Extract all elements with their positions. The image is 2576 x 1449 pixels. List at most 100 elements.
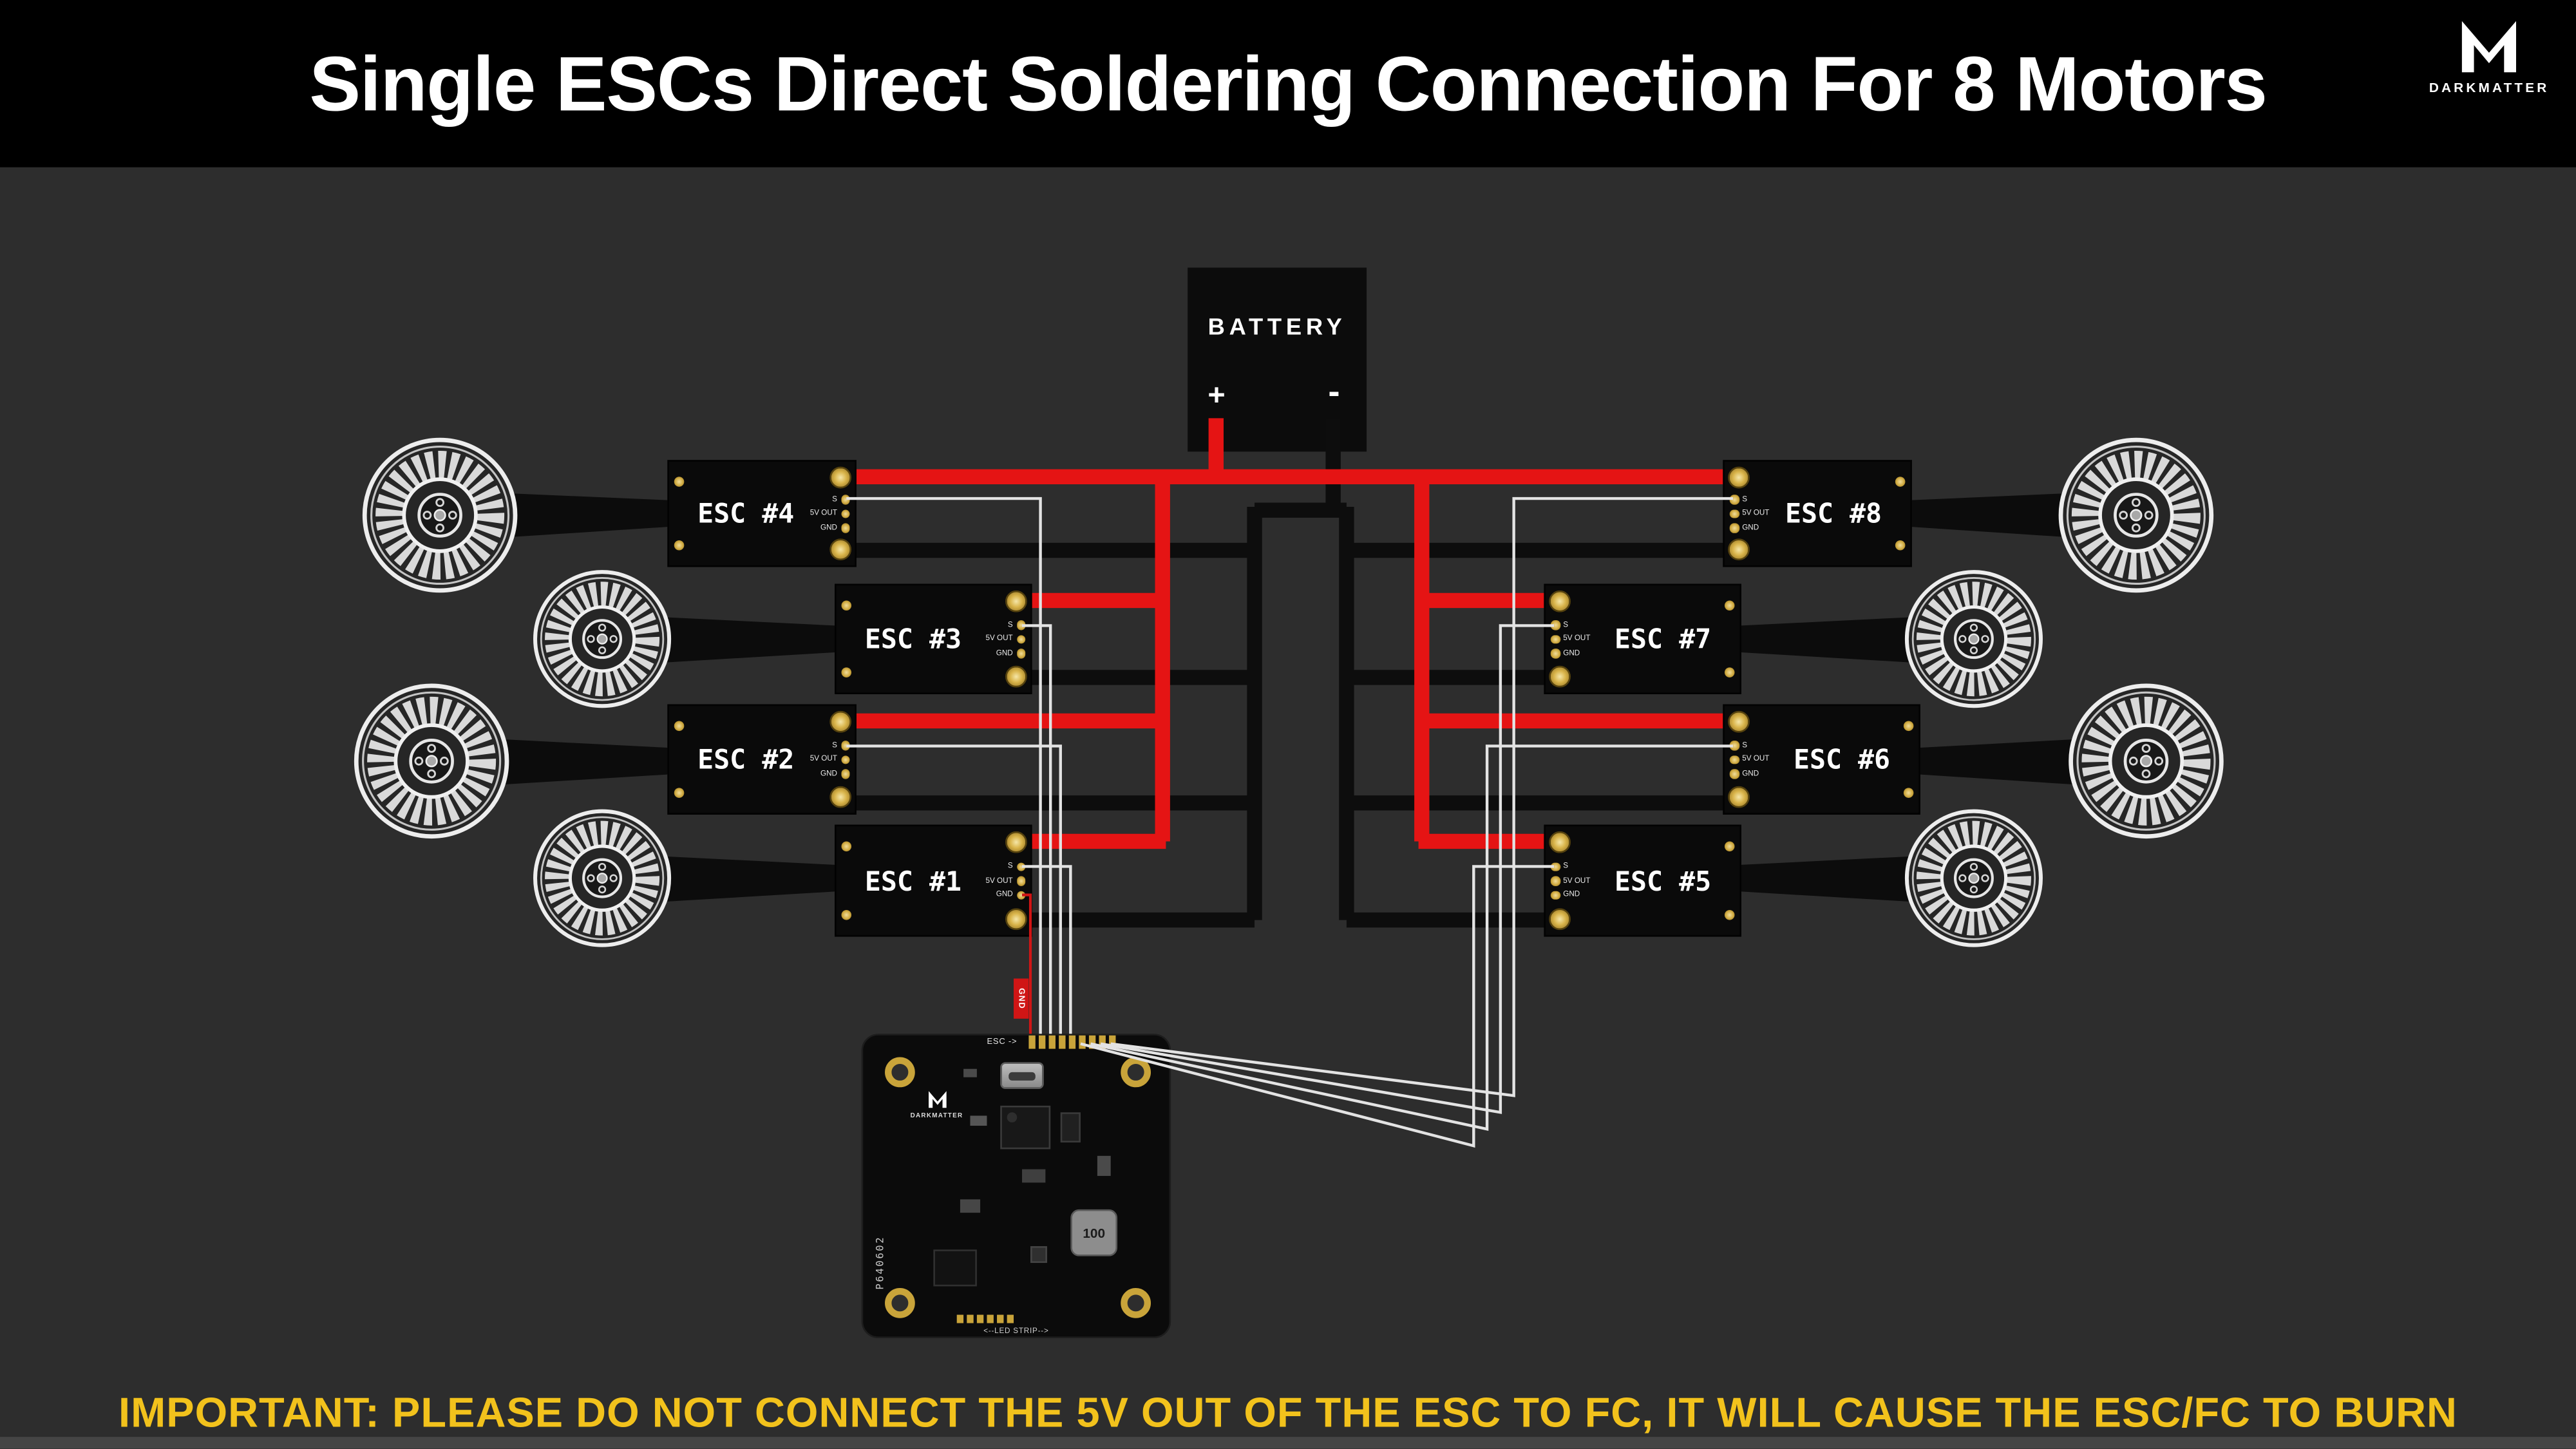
esc-4-label: ESC #4 <box>697 497 795 530</box>
pad-dot-5v <box>1729 755 1739 764</box>
motor-wire-esc-1 <box>665 856 835 902</box>
pad-label-5v: 5V OUT <box>1742 753 1770 762</box>
mounting-hole <box>885 1288 915 1318</box>
fc-led-pad <box>1007 1314 1014 1323</box>
motor-wire-esc-8 <box>1911 493 2065 537</box>
motor-wire-esc-2 <box>503 739 668 785</box>
brand-logo: DARKMATTER <box>2429 15 2550 95</box>
pad-label-5v: 5V OUT <box>1742 507 1770 516</box>
fc-brand-name: DARKMATTER <box>910 1112 963 1119</box>
pad-label-s: S <box>1563 861 1569 869</box>
fc-pad <box>1059 1035 1065 1049</box>
header: Single ESCs Direct Soldering Connection … <box>0 0 2576 167</box>
esc-5-label: ESC #5 <box>1615 864 1712 897</box>
fc-led-strip-label: <--LED STRIP--> <box>983 1326 1049 1335</box>
pad-dot-s <box>840 741 850 750</box>
battery-label: BATTERY <box>1208 312 1347 340</box>
pad-dot-gnd <box>1729 769 1739 779</box>
esc-2-signal-pads: S 5V OUT GND <box>810 741 850 779</box>
esc-4: ESC #4 S 5V OUT GND <box>667 460 857 567</box>
pad-dot-gnd <box>840 523 850 533</box>
esc-7: ESC #7 S 5V OUT GND <box>1544 583 1741 694</box>
fc-component <box>1097 1155 1111 1176</box>
fc-mcu-chip <box>1000 1105 1051 1150</box>
flight-controller-board: ESC -> DARKMATTER 100 P640602 <--LED STR… <box>861 1034 1171 1338</box>
fc-chip <box>933 1249 977 1287</box>
fc-pad <box>1079 1035 1085 1049</box>
esc-4-ground-pad <box>829 538 852 561</box>
fc-led-pad <box>976 1314 984 1323</box>
fc-led-pad <box>967 1314 974 1323</box>
usb-slot <box>1009 1072 1036 1081</box>
esc-7-label: ESC #7 <box>1615 623 1712 655</box>
esc-8-motor-pad-bottom <box>1895 540 1906 551</box>
pad-dot-5v <box>1016 634 1026 644</box>
ground-signal-wire <box>1022 893 1032 1034</box>
signal-wire-esc-4 <box>846 497 1042 1034</box>
pad-dot-gnd <box>1550 890 1560 900</box>
esc-7-positive-pad <box>1549 590 1571 612</box>
esc-6-motor-pad-bottom <box>1903 788 1914 798</box>
esc-2-positive-pad <box>829 710 852 733</box>
pad-dot-5v <box>1550 634 1560 644</box>
esc-4-motor-pad-top <box>674 477 685 487</box>
esc-4-motor-pad-bottom <box>674 540 685 551</box>
pad-label-gnd: GND <box>996 647 1013 656</box>
fc-inductor-value: 100 <box>1083 1225 1106 1240</box>
esc-8-signal-pads: S 5V OUT GND <box>1729 495 1770 533</box>
esc-3-motor-pad-top <box>841 600 852 611</box>
pad-label-s: S <box>1007 861 1013 869</box>
esc-3-signal-pads: S 5V OUT GND <box>985 620 1026 658</box>
pad-dot-5v <box>840 509 850 518</box>
esc-6: ESC #6 S 5V OUT GND <box>1723 704 1920 815</box>
pad-label-5v: 5V OUT <box>985 875 1013 884</box>
esc-3-ground-pad <box>1005 665 1027 688</box>
esc-2-motor-pad-top <box>674 721 685 732</box>
signal-wire-esc-8 <box>1110 497 1733 1097</box>
esc-1-ground-pad <box>1005 908 1027 931</box>
pad-dot-5v <box>1550 876 1560 886</box>
esc-5-signal-pads: S 5V OUT GND <box>1550 861 1591 900</box>
signal-wire-esc-3 <box>1022 624 1052 1034</box>
esc-5-motor-pad-bottom <box>1724 909 1735 920</box>
gnd-tag-label: GND <box>1016 988 1027 1010</box>
esc-3-motor-pad-bottom <box>841 667 852 677</box>
pad-dot-gnd <box>1729 523 1739 533</box>
brand-name: DARKMATTER <box>2429 80 2550 96</box>
signal-wire-esc-7 <box>1100 624 1554 1114</box>
pad-dot-5v <box>1016 876 1026 886</box>
pad-label-5v: 5V OUT <box>985 633 1013 642</box>
fc-usb-port <box>1000 1062 1044 1089</box>
pad-dot-s <box>1729 495 1739 504</box>
pad-dot-gnd <box>1016 890 1026 900</box>
pad-dot-s <box>840 495 850 504</box>
ground-wires <box>843 418 1737 928</box>
esc-5: ESC #5 S 5V OUT GND <box>1544 824 1741 937</box>
signal-wire-esc-1 <box>1022 865 1072 1034</box>
signal-wire-esc-5 <box>1080 865 1554 1148</box>
fc-component <box>963 1068 977 1077</box>
pad-dot-s <box>1016 862 1026 871</box>
pad-label-gnd: GND <box>1563 647 1580 656</box>
fc-component <box>960 1199 981 1213</box>
pad-label-5v: 5V OUT <box>810 753 837 762</box>
esc-5-positive-pad <box>1549 831 1571 853</box>
pad-label-s: S <box>832 493 837 502</box>
esc-6-motor-pad-top <box>1903 721 1914 732</box>
battery-negative-terminal: - <box>1328 373 1340 412</box>
pad-dot-gnd <box>840 769 850 779</box>
pad-dot-gnd <box>1550 649 1560 658</box>
darkmatter-logo-icon <box>2462 21 2517 73</box>
pad-label-gnd: GND <box>820 522 837 531</box>
warning-text: IMPORTANT: PLEASE DO NOT CONNECT THE 5V … <box>118 1390 2458 1437</box>
fc-esc-row-label: ESC -> <box>987 1037 1018 1047</box>
esc-4-positive-pad <box>829 466 852 489</box>
pad-label-s: S <box>1742 739 1748 748</box>
esc-1-label: ESC #1 <box>864 864 961 897</box>
esc-5-motor-pad-top <box>1724 841 1735 852</box>
pad-dot-s <box>1550 862 1560 871</box>
pad-label-5v: 5V OUT <box>1563 875 1591 884</box>
pad-dot-5v <box>840 755 850 764</box>
bottom-edge-strip <box>0 1437 2576 1449</box>
